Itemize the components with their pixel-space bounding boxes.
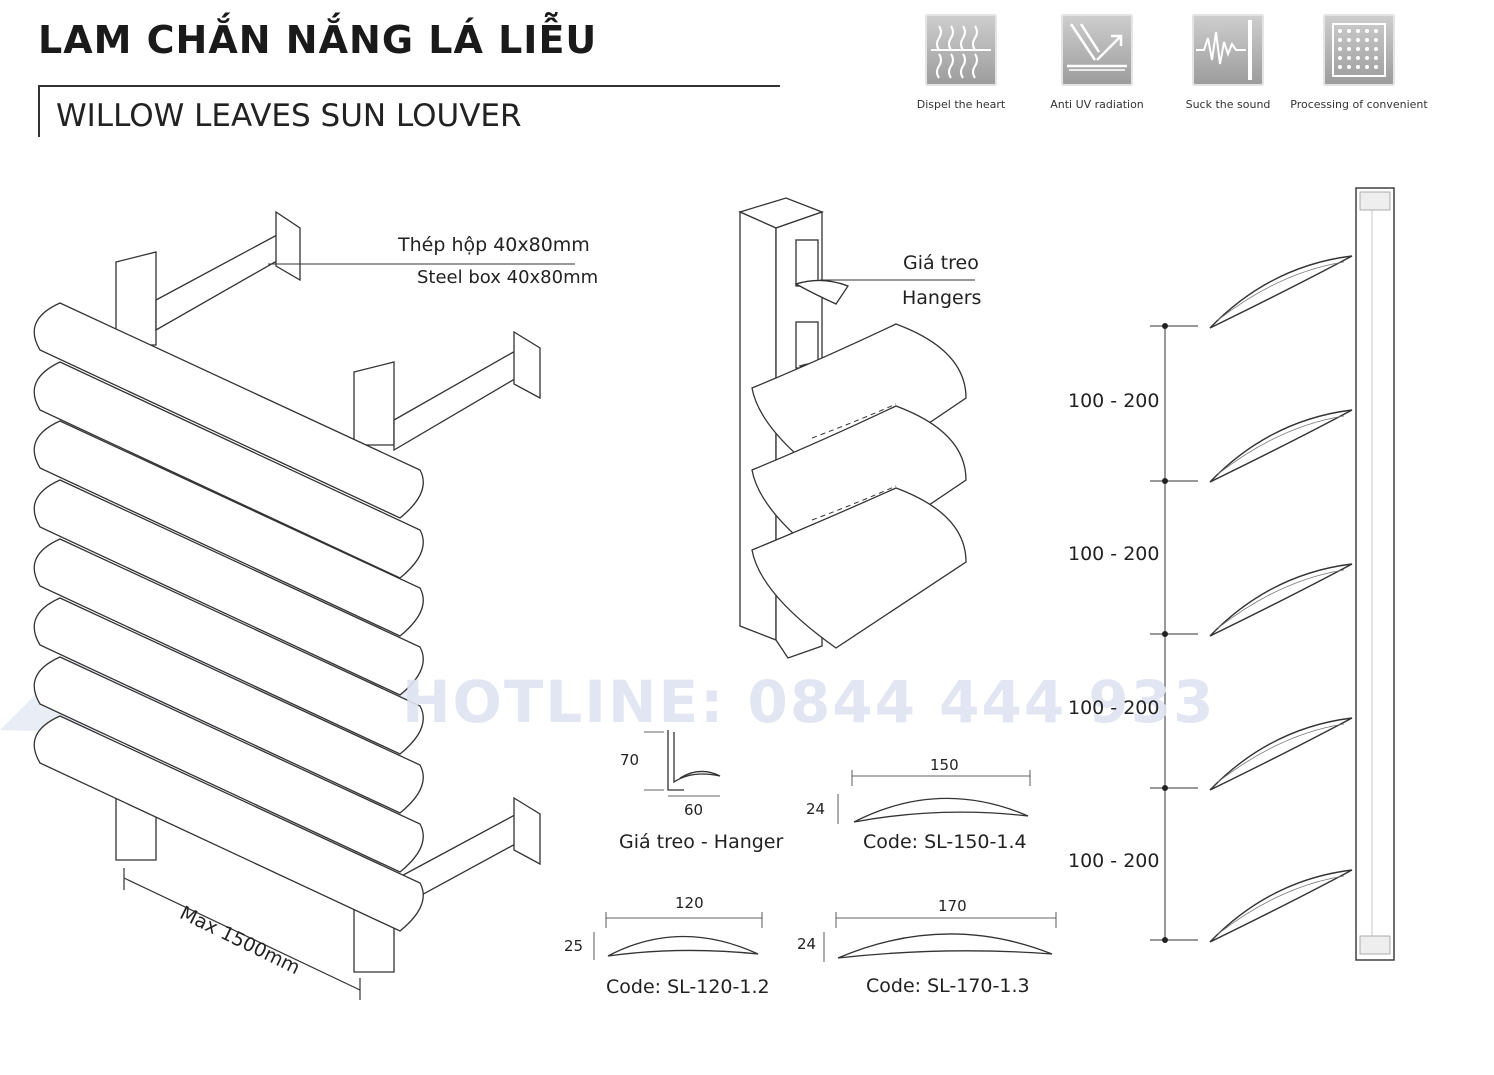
title-divider bbox=[38, 85, 780, 87]
hanger-caption: Giá treo - Hanger bbox=[619, 831, 784, 853]
spacing-label: 100 - 200 bbox=[1068, 850, 1160, 872]
hanger-detail bbox=[738, 197, 967, 659]
feature-uv: Anti UV radiation bbox=[1022, 14, 1172, 111]
feature-label: Suck the sound bbox=[1185, 98, 1271, 111]
hanger-dim-width: 60 bbox=[684, 801, 704, 819]
profile-height: 24 bbox=[797, 935, 817, 953]
sound-absorb-icon bbox=[1192, 14, 1264, 86]
profile-code: Code: SL-170-1.3 bbox=[866, 975, 1030, 997]
profile-sl-120 bbox=[593, 912, 763, 960]
spacing-label: 100 - 200 bbox=[1068, 697, 1160, 719]
max-length-dimension bbox=[123, 868, 361, 1000]
profile-code: Code: SL-150-1.4 bbox=[863, 831, 1027, 853]
elevation-view bbox=[1150, 187, 1395, 961]
heat-dispel-icon bbox=[925, 14, 997, 86]
feature-sound: Suck the sound bbox=[1153, 14, 1303, 111]
hanger-profile bbox=[644, 730, 721, 797]
hotline-watermark: HOTLINE: 0844 444 933 bbox=[402, 668, 1216, 736]
hanger-label-vi: Giá treo bbox=[903, 252, 979, 274]
grid-processing-icon bbox=[1323, 14, 1395, 86]
feature-label: Anti UV radiation bbox=[1050, 98, 1144, 111]
steel-box-label-en: Steel box 40x80mm bbox=[417, 267, 599, 288]
profile-height: 24 bbox=[806, 800, 826, 818]
hanger-dim-height: 70 bbox=[620, 751, 640, 769]
feature-processing: Processing of convenient bbox=[1284, 14, 1434, 111]
profile-code: Code: SL-120-1.2 bbox=[606, 976, 770, 998]
louver-blades bbox=[33, 302, 424, 932]
profile-width: 170 bbox=[938, 897, 967, 915]
page-subtitle: WILLOW LEAVES SUN LOUVER bbox=[56, 98, 522, 134]
feature-label: Dispel the heart bbox=[916, 98, 1006, 111]
hanger-label-en: Hangers bbox=[902, 287, 982, 309]
profile-sl-150 bbox=[837, 770, 1031, 824]
louver-assembly bbox=[33, 210, 541, 973]
profile-height: 25 bbox=[564, 937, 584, 955]
spacing-label: 100 - 200 bbox=[1068, 543, 1160, 565]
profile-width: 150 bbox=[930, 756, 959, 774]
page-title: LAM CHẮN NẮNG LÁ LIỄU bbox=[38, 18, 598, 62]
anti-uv-icon bbox=[1061, 14, 1133, 86]
steel-box-label-vi: Thép hộp 40x80mm bbox=[398, 234, 590, 256]
profile-sl-170 bbox=[823, 912, 1057, 962]
feature-heat: Dispel the heart bbox=[886, 14, 1036, 111]
profile-width: 120 bbox=[675, 894, 704, 912]
feature-label: Processing of convenient bbox=[1290, 98, 1428, 111]
spacing-label: 100 - 200 bbox=[1068, 390, 1160, 412]
subtitle-bar bbox=[38, 85, 40, 137]
